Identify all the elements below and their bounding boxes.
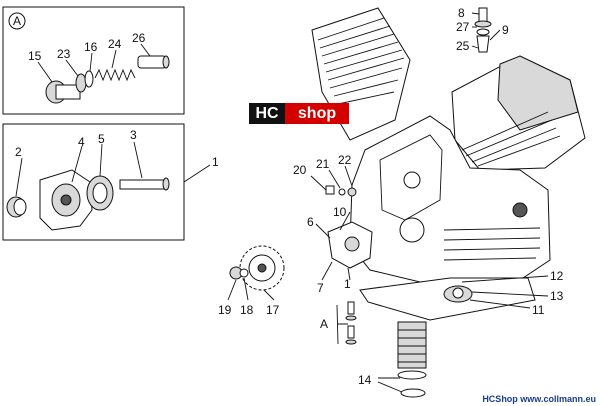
oil-sump [359,277,536,321]
callout-21: 21 [316,157,330,171]
drive-sprocket [239,245,285,291]
callout-16: 16 [84,40,98,54]
nut-18 [239,268,249,278]
callout-14: 14 [358,373,372,387]
callout-25: 25 [456,39,470,53]
callout-19: 19 [218,303,232,317]
crankcase [349,115,551,283]
pressure-sensor [474,7,492,53]
callout-27: 27 [456,20,470,34]
drain-plug-set [345,301,357,345]
engine-block [311,7,586,398]
callout-9: 9 [502,23,509,37]
callout-a: A [320,317,328,331]
callout-20: 20 [293,163,307,177]
washer [75,73,87,93]
callout-2: 2 [15,145,22,159]
callout-1-main: 1 [344,277,351,291]
callout-4: 4 [78,135,85,149]
pump-shaft [119,177,170,191]
pump-rotor [86,175,114,211]
inset-a-badge-label: A [13,14,21,28]
callout-1-inset: 1 [212,155,219,169]
callout-3: 3 [130,128,137,142]
logo-shop-text: shop [285,103,349,124]
right-cylinder [451,55,586,171]
callout-12: 12 [550,269,564,283]
inset-a-badge [8,12,26,30]
oil-filter [397,321,427,398]
inset-a: A 15 23 16 24 26 [2,6,185,115]
callout-22: 22 [338,153,352,167]
seal-ring [84,70,94,88]
callout-26: 26 [132,31,146,45]
callout-15: 15 [28,49,42,63]
callout-18: 18 [240,303,254,317]
callout-24: 24 [108,37,122,51]
callout-6: 6 [307,215,314,229]
inset-oil-pump: 2 4 5 3 [2,123,185,241]
pump-body [39,169,93,231]
callout-8: 8 [458,6,465,20]
spring [94,68,136,82]
logo-hc-text: HC [249,103,285,124]
callout-5: 5 [98,132,105,146]
footer-credit: HCShop www.collmann.eu [482,394,596,404]
relief-valve [137,55,170,69]
callout-23: 23 [57,47,71,61]
callout-7: 7 [317,281,324,295]
callout-10: 10 [333,205,347,219]
pump-strainer [6,196,27,218]
callout-11: 11 [532,303,545,317]
hcshop-logo: HC shop [249,103,349,124]
callout-13: 13 [550,289,564,303]
oil-pump-assembly [327,221,373,269]
callout-17: 17 [266,303,280,317]
